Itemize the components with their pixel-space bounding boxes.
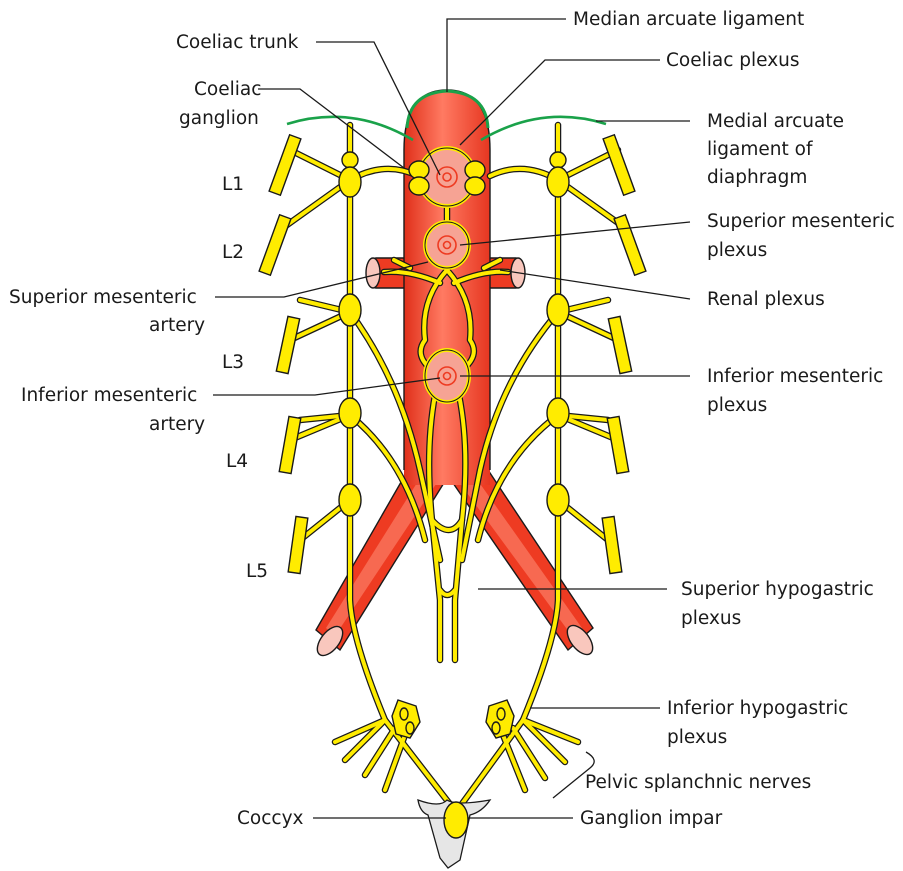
label-inferior-mesenteric-plexus-line1: Inferior mesenteric bbox=[707, 366, 883, 387]
label-inferior-hypogastric-plexus-line1: Inferior hypogastric bbox=[667, 698, 848, 719]
inferior-hypogastric-ganglia bbox=[392, 700, 514, 738]
label-coccyx: Coccyx bbox=[237, 808, 304, 829]
label-superior-hypogastric-plexus-line2: plexus bbox=[681, 608, 741, 629]
label-medial-arcuate-line2: ligament of bbox=[707, 139, 813, 160]
label-inferior-mesenteric-artery-line2: artery bbox=[149, 414, 205, 435]
label-vertebra-l2: L2 bbox=[222, 242, 244, 263]
label-inferior-mesenteric-plexus-line2: plexus bbox=[707, 395, 767, 416]
label-superior-hypogastric-plexus-line1: Superior hypogastric bbox=[681, 579, 874, 600]
label-coeliac-trunk: Coeliac trunk bbox=[176, 32, 299, 53]
label-medial-arcuate-line1: Medial arcuate bbox=[707, 111, 844, 132]
coeliac-plexus-disc bbox=[419, 148, 475, 206]
label-inferior-mesenteric-artery-line1: Inferior mesenteric bbox=[21, 385, 197, 406]
label-renal-plexus: Renal plexus bbox=[707, 289, 825, 310]
label-superior-mesenteric-plexus-line2: plexus bbox=[707, 240, 767, 261]
label-ganglion-impar: Ganglion impar bbox=[580, 808, 723, 829]
label-vertebra-l1: L1 bbox=[222, 174, 244, 195]
label-vertebra-l5: L5 bbox=[246, 561, 268, 582]
label-medial-arcuate-line3: diaphragm bbox=[707, 167, 807, 188]
label-median-arcuate-ligament: Median arcuate ligament bbox=[573, 9, 804, 30]
label-superior-mesenteric-artery-line2: artery bbox=[149, 315, 205, 336]
label-superior-mesenteric-plexus-line1: Superior mesenteric bbox=[707, 211, 895, 232]
label-vertebra-l4: L4 bbox=[226, 451, 248, 472]
label-inferior-hypogastric-plexus-line2: plexus bbox=[667, 727, 727, 748]
label-coeliac-ganglion-line1: Coeliac bbox=[194, 79, 261, 100]
label-vertebra-l3: L3 bbox=[222, 352, 244, 373]
label-superior-mesenteric-artery-line1: Superior mesenteric bbox=[9, 287, 197, 308]
label-pelvic-splanchnic-nerves: Pelvic splanchnic nerves bbox=[585, 772, 811, 793]
label-coeliac-plexus: Coeliac plexus bbox=[666, 50, 800, 71]
ganglion-impar bbox=[444, 802, 468, 838]
label-coeliac-ganglion-line2: ganglion bbox=[179, 108, 259, 129]
